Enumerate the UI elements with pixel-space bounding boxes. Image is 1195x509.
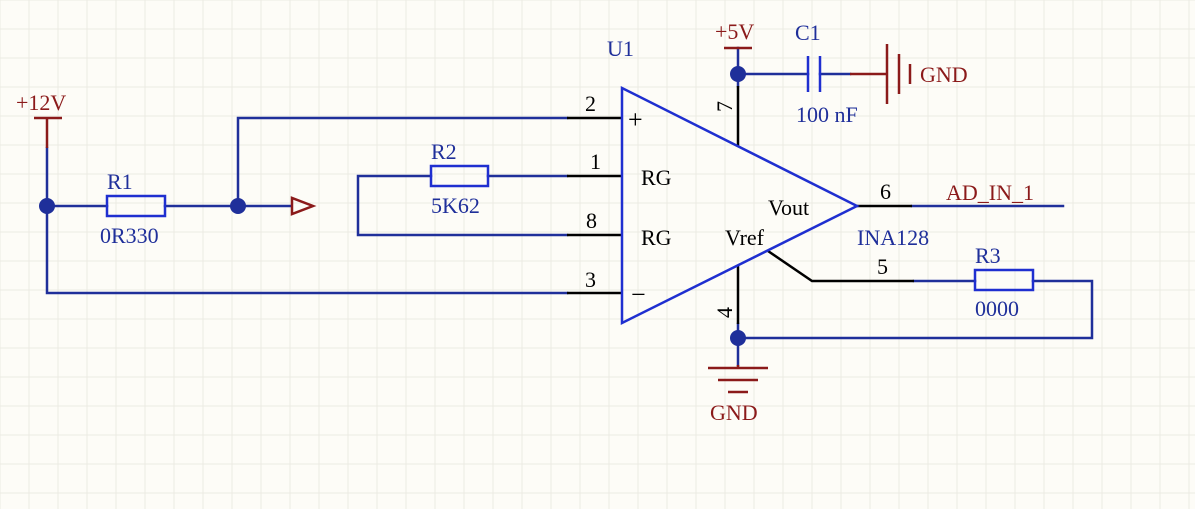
- r1-designator: R1: [107, 169, 133, 194]
- wire-pin2: [236, 116, 569, 208]
- triangle-port-icon: [290, 196, 317, 216]
- r3-designator: R3: [975, 243, 1001, 268]
- r2-value: 5K62: [431, 193, 480, 218]
- pin-2-number: 2: [585, 91, 596, 116]
- vout-label: Vout: [768, 195, 809, 220]
- pin-6-number: 6: [880, 179, 891, 204]
- power-5v-label: +5V: [715, 19, 754, 44]
- rg-top-label: RG: [641, 165, 672, 190]
- u1-part-number: INA128: [857, 225, 929, 250]
- pin-8-number: 8: [586, 208, 597, 233]
- vref-label: Vref: [725, 225, 765, 250]
- pin-7-number: 7: [712, 101, 737, 112]
- c1-value: 100 nF: [796, 102, 858, 127]
- resistor-r3: [973, 268, 1035, 292]
- power-12v-symbol: [34, 116, 62, 148]
- wire-r2-pin8: [356, 174, 569, 237]
- wires: [45, 46, 1094, 367]
- pin-stubs: [567, 86, 914, 324]
- c1-designator: C1: [795, 20, 821, 45]
- gnd-bottom-label: GND: [710, 400, 758, 425]
- pin-5-number: 5: [877, 254, 888, 279]
- r2-designator: R2: [431, 139, 457, 164]
- opamp-u1-body: [620, 85, 860, 326]
- u1-designator: U1: [607, 36, 634, 61]
- junction-dot: [39, 198, 55, 214]
- r1-value: 0R330: [100, 223, 159, 248]
- junction-dot: [230, 198, 246, 214]
- gnd-right-label: GND: [920, 62, 968, 87]
- pin-5-line: [767, 249, 914, 283]
- rg-bottom-label: RG: [641, 225, 672, 250]
- junctions: [39, 66, 746, 346]
- wire-12v-to-pin3: [45, 146, 569, 295]
- pin-4-number: 4: [712, 307, 737, 318]
- r3-value: 0000: [975, 296, 1019, 321]
- input-plus-label: +: [628, 105, 643, 134]
- pin-3-number: 3: [585, 267, 596, 292]
- pin-1-number: 1: [590, 149, 601, 174]
- resistor-r2: [429, 164, 490, 188]
- power-12v-label: +12V: [16, 90, 66, 115]
- gnd-bottom-symbol: [708, 365, 768, 394]
- wire-r3-loop: [736, 279, 1094, 340]
- capacitor-c1: [806, 56, 822, 92]
- junction-dot: [730, 330, 746, 346]
- input-minus-label: −: [631, 280, 646, 309]
- resistor-r1: [105, 194, 167, 218]
- gnd-right-symbol: [850, 44, 912, 104]
- output-net-label: AD_IN_1: [946, 180, 1034, 205]
- junction-dot: [730, 66, 746, 82]
